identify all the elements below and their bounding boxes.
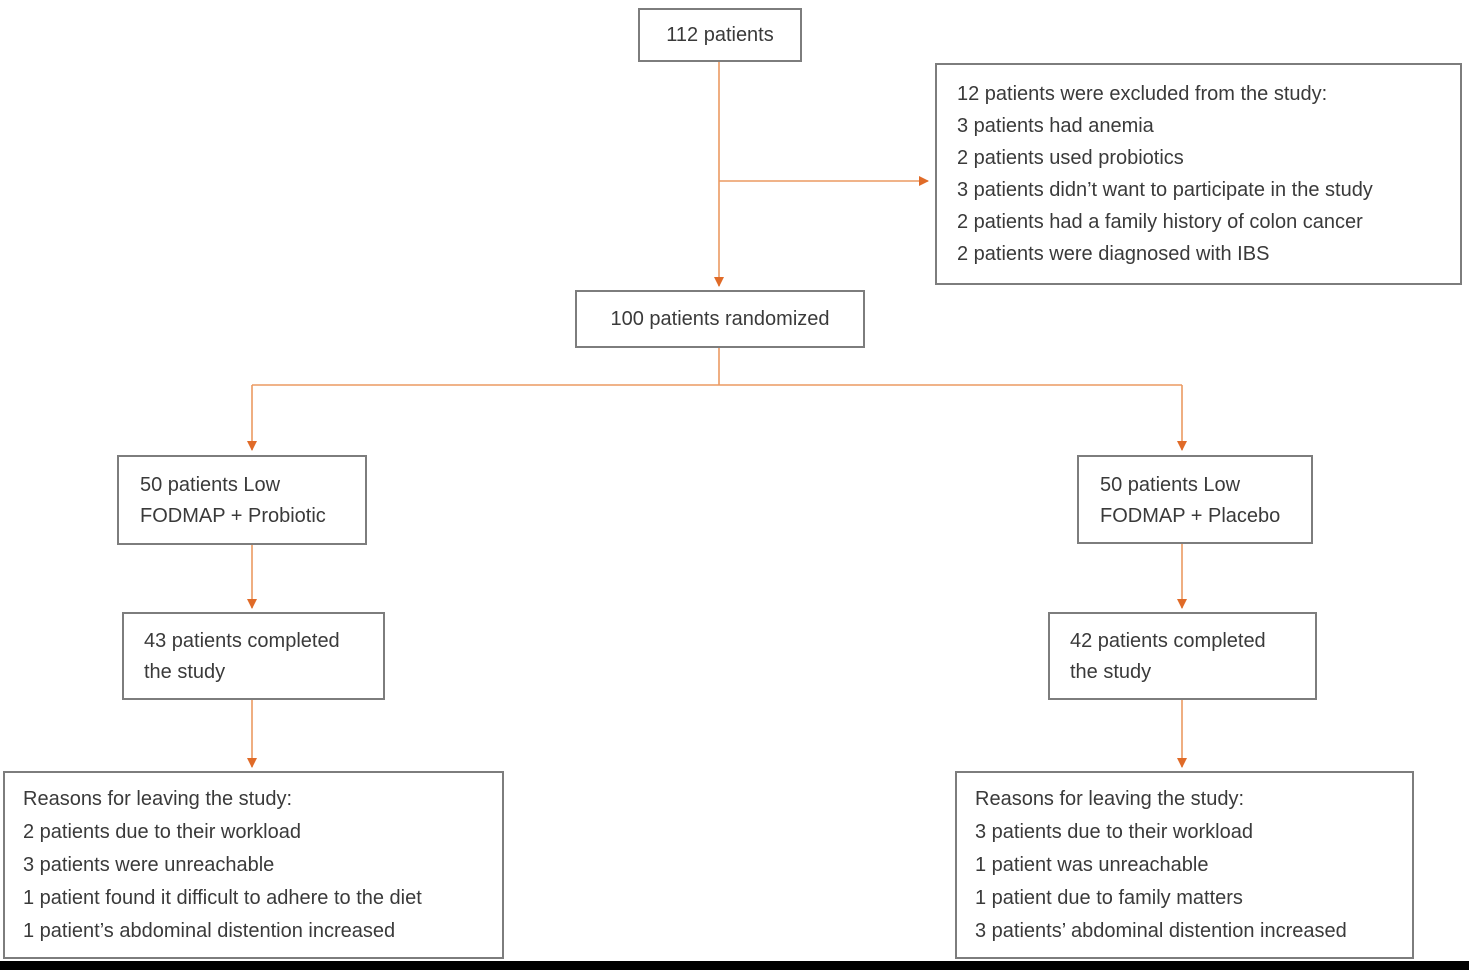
reasons-probiotic-line: 3 patients were unreachable [23,854,275,876]
box-reasons-placebo: Reasons for leaving the study: 3 patient… [955,771,1414,959]
completed-placebo-line: 42 patients completed [1070,630,1266,652]
box-excluded-patients: 12 patients were excluded from the study… [935,63,1462,285]
excluded-line: 3 patients had anemia [957,115,1154,137]
box-randomized: 100 patients randomized [575,290,865,348]
box-completed-placebo: 42 patients completed the study [1048,612,1317,700]
arm-probiotic-line: 50 patients Low [140,474,281,496]
excluded-line: 2 patients used probiotics [957,147,1184,169]
box-reasons-probiotic: Reasons for leaving the study: 2 patient… [3,771,504,959]
reasons-placebo-line: 3 patients’ abdominal distention increas… [975,920,1347,942]
reasons-placebo-line: 1 patient was unreachable [975,854,1209,876]
reasons-probiotic-line: 1 patient found it difficult to adhere t… [23,887,422,909]
box-total-patients: 112 patients [638,8,802,62]
reasons-placebo-line: 1 patient due to family matters [975,887,1243,909]
arm-probiotic-line: FODMAP + Probiotic [140,505,326,527]
reasons-placebo-line: Reasons for leaving the study: [975,788,1245,810]
excluded-line: 2 patients were diagnosed with IBS [957,243,1270,265]
arm-placebo-line: 50 patients Low [1100,474,1241,496]
completed-placebo-line: the study [1070,661,1152,683]
bottom-border-bar [0,961,1469,970]
box-arm-probiotic: 50 patients Low FODMAP + Probiotic [117,455,367,545]
excluded-line: 12 patients were excluded from the study… [957,83,1328,105]
reasons-probiotic-line: 1 patient’s abdominal distention increas… [23,920,396,942]
box-arm-placebo: 50 patients Low FODMAP + Placebo [1077,455,1313,544]
excluded-line: 3 patients didn’t want to participate in… [957,179,1373,201]
box-completed-probiotic: 43 patients completed the study [122,612,385,700]
arm-placebo-line: FODMAP + Placebo [1100,505,1281,527]
excluded-line: 2 patients had a family history of colon… [957,211,1363,233]
total-patients-label: 112 patients [666,24,774,46]
reasons-placebo-line: 3 patients due to their workload [975,821,1253,843]
reasons-probiotic-line: 2 patients due to their workload [23,821,301,843]
completed-probiotic-line: the study [144,661,226,683]
completed-probiotic-line: 43 patients completed [144,630,340,652]
randomized-label: 100 patients randomized [610,308,830,330]
reasons-probiotic-line: Reasons for leaving the study: [23,788,293,810]
